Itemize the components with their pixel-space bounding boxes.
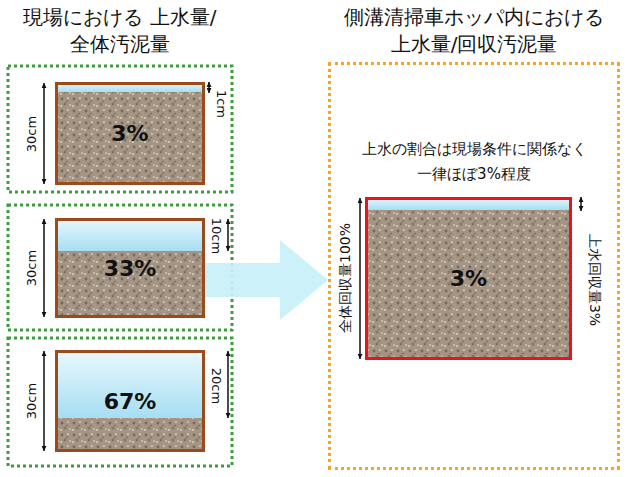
panel-heading: 現場における 上水量/全体汚泥量 [20, 4, 220, 58]
dimension-label: 30cm [24, 383, 39, 419]
percent-value: 33% [104, 256, 157, 281]
dimension-label: 30cm [24, 116, 39, 152]
dimension-label: 全体回収量100% [337, 223, 355, 333]
dimension-label: 30cm [24, 250, 39, 286]
panel-note: 上水の割合は現場条件に関係なく 一律ほぼ3%程度 [349, 137, 599, 187]
dimension-label: 10cm [209, 218, 224, 254]
percent-value: 3% [111, 121, 148, 146]
dimension-label: 上水回収量3% [585, 234, 603, 326]
dimension-label: 1cm [214, 90, 229, 118]
percent-value: 67% [104, 389, 157, 414]
sludge-box: 3% [55, 82, 205, 185]
sludge-and-water [55, 82, 572, 452]
dimension-label: 20cm [209, 368, 224, 404]
sludge-box: 67% [55, 350, 205, 452]
panel-heading: 側溝清掃車ホッパ内における 上水量/回収汚泥量 [331, 4, 617, 58]
green-dotted-frames [8, 66, 232, 466]
dimension-arrows [44, 82, 581, 451]
percent-value: 3% [450, 266, 487, 291]
hopper-panel: 3%側溝清掃車ホッパ内における 上水量/回収汚泥量上水の割合は現場条件に関係なく… [328, 62, 620, 470]
hopper-sludge-box: 3% [365, 197, 572, 360]
sludge-box: 33% [55, 218, 205, 318]
